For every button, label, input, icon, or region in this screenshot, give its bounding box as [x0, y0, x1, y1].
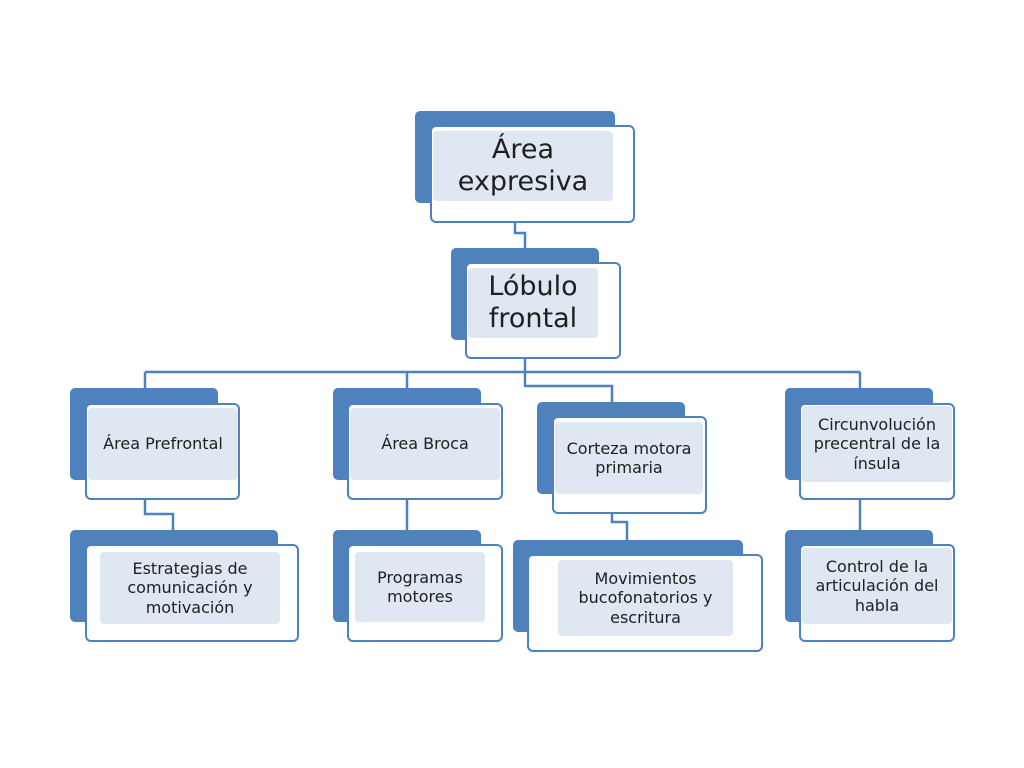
- node-label: Control de la articulación del habla: [802, 548, 952, 624]
- node-circunvolucion-insula: Circunvolución precentral de la ínsula: [785, 388, 955, 500]
- node-estrategias: Estrategias de comunicación y motivación: [70, 530, 299, 642]
- node-label: Circunvolución precentral de la ínsula: [802, 406, 952, 482]
- connector-prefrontal-estrategias: [143, 498, 175, 530]
- node-corteza-motora: Corteza motora primaria: [537, 402, 707, 514]
- node-area-expresiva: Área expresiva: [415, 111, 635, 224]
- node-area-broca: Área Broca: [333, 388, 503, 500]
- node-label: Estrategias de comunicación y motivación: [100, 552, 280, 624]
- node-area-prefrontal: Área Prefrontal: [70, 388, 240, 500]
- node-label: Área Broca: [350, 408, 500, 480]
- node-label: Área expresiva: [433, 131, 613, 201]
- connector-motora-movimientos: [610, 512, 629, 540]
- node-movimientos: Movimientos bucofonatorios y escritura: [513, 540, 763, 652]
- node-label: Programas motores: [355, 552, 485, 622]
- node-programas-motores: Programas motores: [333, 530, 503, 642]
- node-control-articulacion: Control de la articulación del habla: [785, 530, 955, 642]
- node-label: Movimientos bucofonatorios y escritura: [558, 560, 733, 636]
- node-label: Área Prefrontal: [88, 408, 238, 480]
- node-label: Corteza motora primaria: [555, 422, 703, 494]
- node-label: Lóbulo frontal: [468, 268, 598, 338]
- connector-bus-motora: [523, 372, 614, 402]
- node-lobulo-frontal: Lóbulo frontal: [451, 248, 621, 360]
